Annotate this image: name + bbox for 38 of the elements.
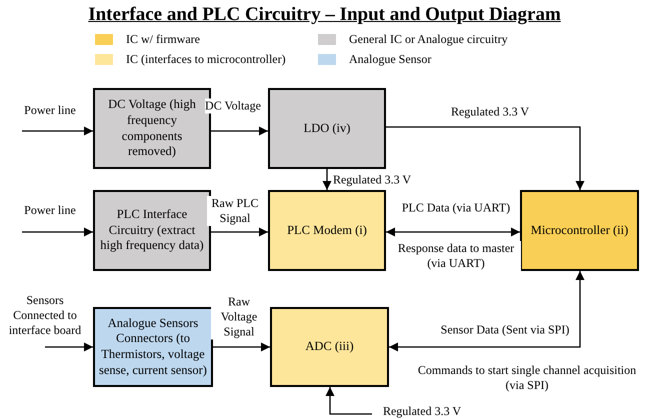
arrow: [389, 271, 585, 352]
arrow: [211, 126, 268, 136]
block-label: DC Voltage (high frequency components removed): [107, 97, 197, 160]
arrow: [325, 387, 372, 415]
input-label: Regulated 3.3 V: [372, 404, 472, 419]
legend-label: IC w/ firmware: [126, 32, 200, 47]
block-label: PLC Modem (i): [287, 222, 367, 238]
edge-label: DC Voltage: [205, 98, 261, 114]
arrow: [211, 227, 268, 237]
edge-label: Regulated 3.3 V: [332, 172, 412, 188]
block-box: [93, 190, 211, 271]
arrow: [213, 342, 270, 352]
block-box: [268, 88, 386, 169]
block-box: [93, 307, 213, 387]
edge-label: Sensor Data (Sent via SPI): [440, 322, 570, 338]
block-label: Analogue Sensors Connectors (to Thermistors, voltage sense, current sensor): [99, 316, 207, 378]
legend-label: IC (interfaces to microcontroller): [126, 52, 286, 67]
block-label: Microcontroller (ii): [530, 222, 628, 238]
block-box: [520, 190, 639, 271]
block-label: LDO (iv): [304, 120, 350, 136]
block-label: ADC (iii): [305, 339, 354, 355]
block-box: [268, 190, 386, 271]
arrow: [386, 227, 520, 237]
input-label: Power line: [15, 103, 85, 131]
block-box: [270, 307, 389, 387]
arrow: [386, 126, 585, 190]
arrow: [45, 342, 93, 352]
legend-label: General IC or Analogue circuitry: [349, 32, 508, 47]
legend-label: Analogue Sensor: [349, 52, 432, 67]
input-label: Power line: [15, 203, 85, 232]
diagram-title: Interface and PLC Circuitry – Input and Output Diagram: [87, 4, 562, 26]
edge-label: Regulated 3.3 V: [450, 104, 530, 120]
block-label: PLC Interface Circuitry (extract high frequency data): [99, 207, 205, 254]
edge-label: PLC Data (via UART): [402, 200, 510, 216]
arrow: [22, 126, 93, 136]
arrow: [322, 169, 332, 190]
arrow: [22, 227, 93, 237]
input-label: Sensors Connected to interface board: [3, 293, 87, 347]
